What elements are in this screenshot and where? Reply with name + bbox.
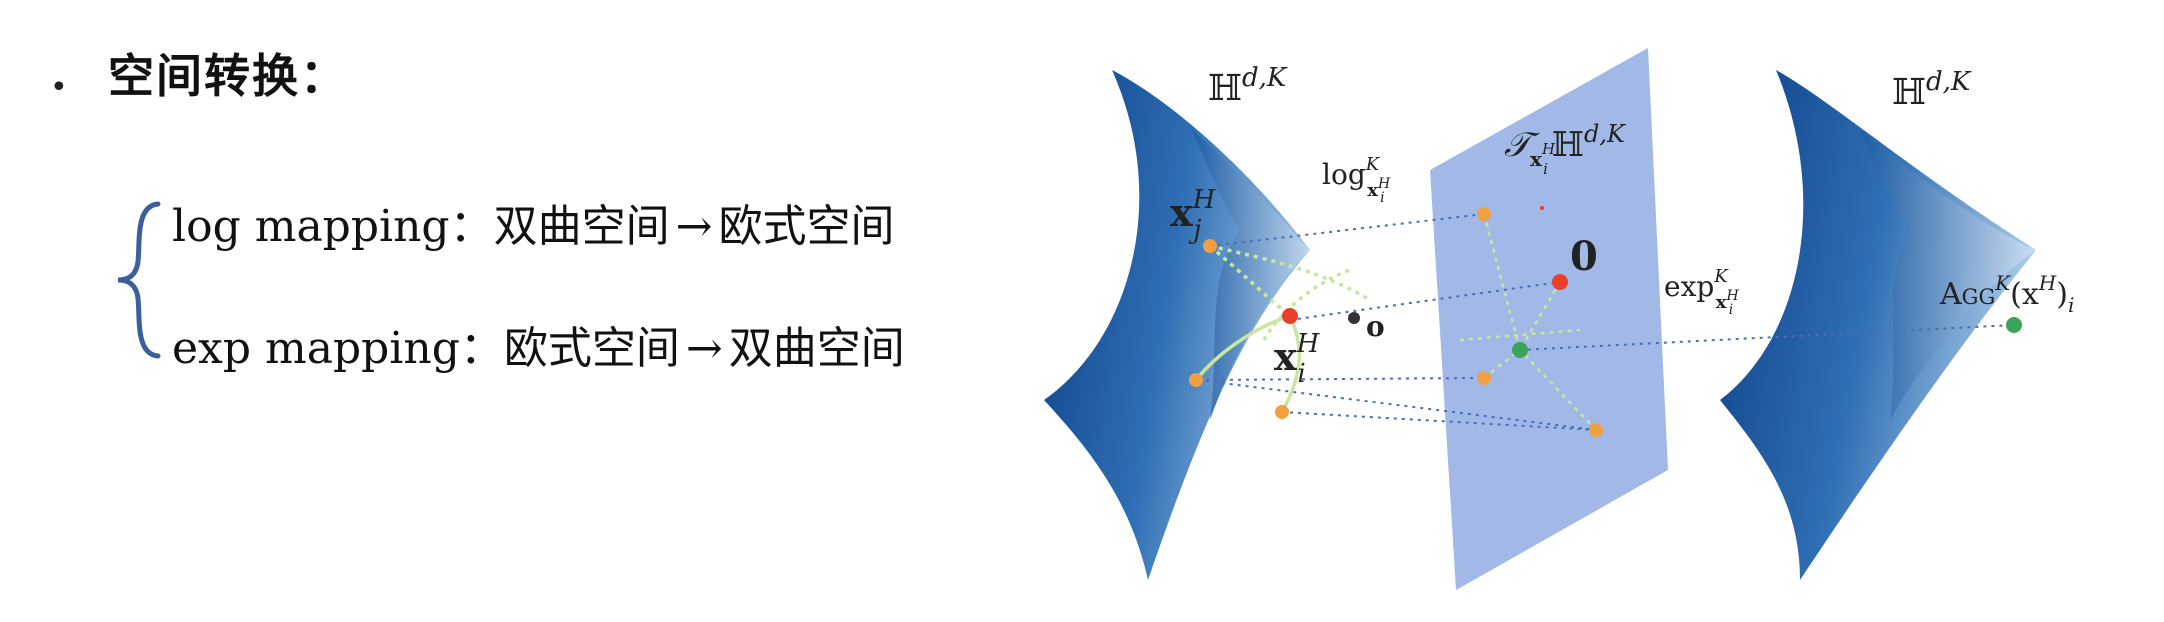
left-space-label: ℍd,K (1208, 63, 1288, 109)
mapping-from: 欧式空间 (503, 323, 680, 374)
tangent-point-3 (1589, 423, 1603, 437)
point-b (1275, 405, 1289, 419)
link-xi (1197, 377, 1485, 381)
tangent-plane (1430, 48, 1668, 590)
agg-label: AggK(xH)i (1939, 271, 2074, 317)
mapping-name: exp mapping (172, 323, 460, 374)
right-manifold-fold (1860, 130, 2036, 420)
point-origin-h (1348, 312, 1360, 324)
mapping-colon: ： (449, 201, 494, 252)
vector-2 (1518, 281, 1562, 351)
vector-1 (1482, 213, 1522, 351)
tangent-aggregate (1512, 342, 1528, 358)
mapping-to: 欧式空间 (718, 201, 895, 252)
mapping-colon: ： (459, 323, 504, 374)
point-xj (1203, 239, 1217, 253)
exp-mapping-line: exp mapping：欧式空间→双曲空间 (172, 312, 905, 376)
link-exp-agg (1519, 324, 2015, 351)
bullet-marker: • (50, 70, 68, 105)
mapping-name: log mapping (172, 201, 450, 252)
left-manifold-fold (1192, 130, 1310, 420)
mapping-arrow: → (675, 201, 713, 252)
mapping-from: 双曲空间 (493, 201, 670, 252)
geodesic-3 (1208, 244, 1292, 318)
geodesic-5 (1262, 268, 1351, 341)
tangent-point-1 (1477, 207, 1491, 221)
slide-heading: 空间转换： (108, 49, 348, 103)
mapping-to: 双曲空间 (728, 323, 905, 374)
right-manifold (1720, 70, 2036, 580)
geodesic-4 (1209, 244, 1371, 302)
vector-4 (1519, 349, 1597, 431)
tangent-marker (1540, 206, 1544, 210)
origin-t-label: 0 (1570, 233, 1598, 280)
curly-brace (117, 201, 161, 359)
link-xj (1209, 213, 1485, 247)
origin-h-label: o (1366, 310, 1385, 343)
tangent-point-2 (1477, 371, 1491, 385)
right-space-label: ℍd,K (1892, 67, 1972, 113)
point-xi (1282, 308, 1298, 324)
link-xi-origin (1289, 281, 1561, 321)
geodesic-1 (1194, 314, 1291, 382)
tangent-origin (1552, 274, 1568, 290)
geodesic-2 (1280, 315, 1301, 413)
geodesics (1194, 244, 1371, 413)
vector-5 (1459, 328, 1581, 342)
log-mapping-line: log mapping：双曲空间→欧式空间 (172, 190, 894, 254)
log-exp-links (1197, 213, 2015, 431)
point-agg (2006, 317, 2022, 333)
point-a (1189, 373, 1203, 387)
link-lower (1197, 379, 1597, 431)
mapping-arrow: → (685, 323, 723, 374)
